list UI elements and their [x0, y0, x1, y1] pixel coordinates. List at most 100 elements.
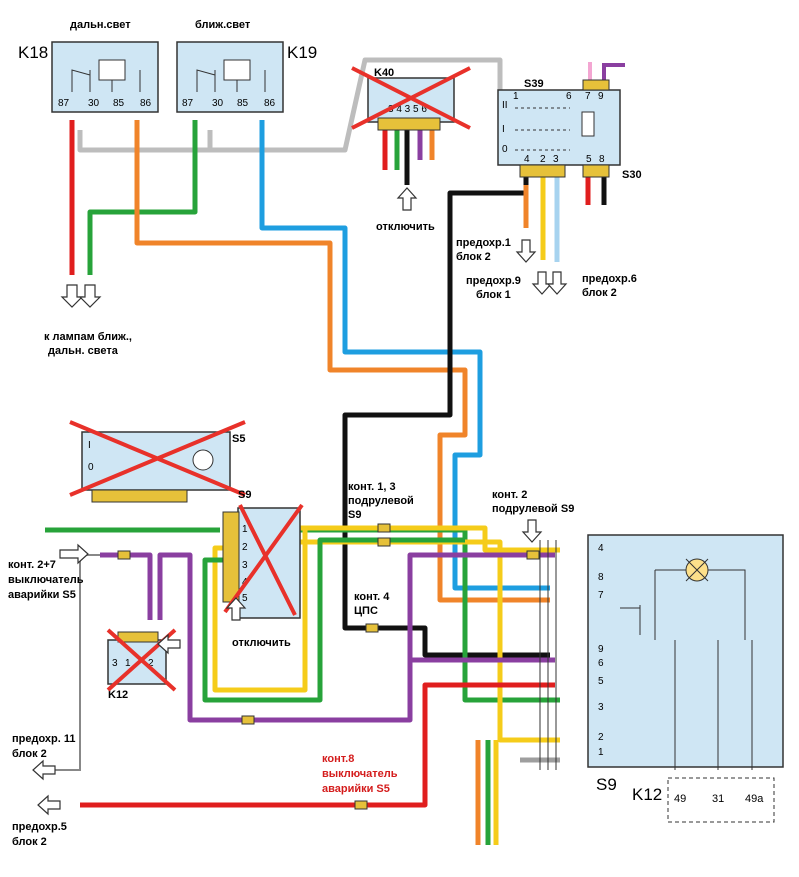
- k40-block: K40 3 4 3 5 6: [351, 66, 471, 131]
- s9-main-lamp-cross: [685, 558, 709, 582]
- s9-main-pin: 8: [598, 572, 604, 583]
- s39-pin: 5: [586, 154, 592, 165]
- fuse-label: предохр.9: [466, 275, 521, 287]
- k12-small-connector: [117, 631, 159, 643]
- relay-k19: K19 ближ.свет 87 30 85 86: [176, 19, 317, 113]
- s39-pin: 3: [553, 154, 559, 165]
- kont-label: конт.8: [322, 753, 354, 765]
- k40-pins: 3 4 3 5 6: [388, 104, 427, 115]
- relay-k19-id: K19: [287, 43, 317, 62]
- purple-wire: [602, 63, 625, 85]
- s9-main-pin: 6: [598, 658, 604, 669]
- s39-pin: 1: [513, 91, 519, 102]
- s9-small-cross: [223, 503, 304, 616]
- fuse-label: предохр. 11: [12, 733, 76, 745]
- k12-small-pin: 1: [125, 658, 131, 669]
- k40-cross: [351, 66, 471, 130]
- s39-row: I: [502, 124, 505, 135]
- left-arrow-icon: [32, 759, 56, 781]
- s9-small-pin: 1: [242, 524, 248, 535]
- lamps-label: дальн. света: [48, 345, 119, 357]
- down-arrow-icon: [546, 271, 568, 295]
- kont-label: S9: [348, 509, 361, 521]
- connector-marker: [526, 550, 540, 560]
- relay-k19-coil: [223, 59, 251, 81]
- relay-k19-pin: 86: [264, 98, 276, 109]
- s39-resistor: [581, 111, 595, 137]
- down-arrow-icon: [521, 519, 543, 543]
- relay-k19-contacts: [196, 69, 266, 92]
- down-arrow-icon: [531, 271, 553, 295]
- connector-marker: [377, 523, 391, 533]
- kont-label: ЦПС: [354, 605, 378, 617]
- relay-k18-title: дальн.свет: [70, 19, 131, 31]
- down-arrow-icon: [78, 284, 102, 308]
- kont-label: конт. 2: [492, 489, 527, 501]
- black-wire: [342, 175, 550, 658]
- s39-row: 0: [502, 144, 508, 155]
- kont-label: конт. 4: [354, 591, 390, 603]
- s9-main-internal: [620, 569, 753, 770]
- s9-main-block: 4 8 7 9 6 5 3 2 1 S9 K12 49 31 49a: [587, 534, 784, 823]
- s5-row: I: [88, 440, 91, 451]
- s30-id: S30: [622, 169, 642, 181]
- kont-label: конт. 1, 3: [348, 481, 396, 493]
- arrows: [32, 187, 568, 816]
- s5-lamp: [192, 449, 214, 471]
- connector-marker: [117, 550, 131, 560]
- lamps-label: к лампам ближ.,: [44, 331, 132, 343]
- red-wire: [80, 682, 555, 808]
- yellow-wire: [300, 539, 560, 743]
- s9-main-id: S9: [596, 775, 617, 794]
- s5-row: 0: [88, 462, 94, 473]
- relay-k18-pin: 86: [140, 98, 152, 109]
- relay-k18-pin: 30: [88, 98, 100, 109]
- s39-row: II: [502, 100, 508, 111]
- purple-wire: [157, 552, 555, 723]
- relay-k18-pin: 85: [113, 98, 125, 109]
- down-arrow-icon: [515, 239, 537, 263]
- gray-wire: [77, 57, 503, 153]
- relay-k18-id: K18: [18, 43, 48, 62]
- fuse-label: предохр.6: [582, 273, 637, 285]
- kont-label: подрулевой: [348, 495, 414, 507]
- s5-cross: [69, 420, 246, 497]
- kont-label: аварийки S5: [322, 783, 390, 795]
- relay-k18-pin: 87: [58, 98, 70, 109]
- s9-main-pin: 1: [598, 747, 604, 758]
- s9-main-box: [587, 534, 784, 768]
- disconnect-label: отключить: [376, 221, 435, 233]
- k12-main-pin: 31: [712, 793, 724, 805]
- k12-small-pin: 2: [148, 658, 154, 669]
- relay-k18-coil: [98, 59, 126, 81]
- connector-markers: [117, 523, 540, 810]
- s39-box: [497, 89, 621, 166]
- s39-pin: 4: [524, 154, 530, 165]
- connector-marker: [365, 623, 379, 633]
- s39-connector: [582, 164, 610, 178]
- green-wire: [87, 120, 198, 275]
- s39-id: S39: [524, 78, 544, 90]
- orange-wire: [134, 120, 550, 603]
- thin-wire: [45, 554, 100, 771]
- k12-main-box: [667, 777, 775, 823]
- fuse-label: блок 2: [582, 287, 617, 299]
- yellow-wire: [300, 525, 560, 553]
- s39-pin: 7: [585, 91, 591, 102]
- relay-k19-pin: 87: [182, 98, 194, 109]
- s9-small-switch: S9 1 2 3 4 5: [222, 489, 304, 619]
- s9-main-pin: 3: [598, 702, 604, 713]
- connector-marker: [377, 537, 391, 547]
- s5-id: S5: [232, 433, 245, 445]
- relay-k19-pin: 30: [212, 98, 224, 109]
- kont-label: конт. 2+7: [8, 559, 56, 571]
- s39-connector: [582, 79, 610, 91]
- kont-label: выключатель: [322, 768, 398, 780]
- up-arrow-icon: [396, 187, 418, 211]
- kont-label: выключатель: [8, 574, 84, 586]
- right-arrow-icon: [59, 543, 89, 565]
- labels: отключить отключить предохр.1 блок 2 пре…: [8, 221, 637, 848]
- fuse-label: блок 2: [12, 836, 47, 848]
